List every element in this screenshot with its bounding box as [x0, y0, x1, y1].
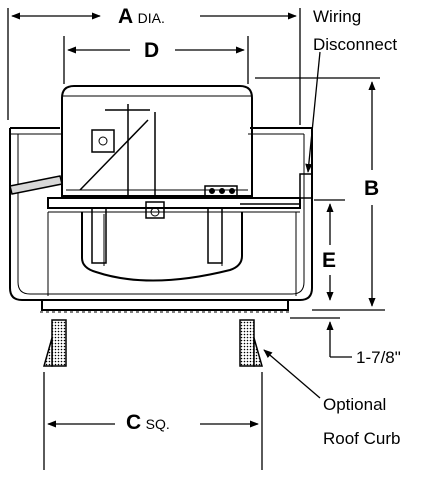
- roof-curb: [43, 319, 263, 367]
- dimension-a-letter: A: [118, 5, 134, 28]
- wiring-callout-leader: [305, 51, 321, 173]
- motor-junction-box: [91, 129, 115, 153]
- fan-blade-left: [91, 207, 107, 264]
- curb-callout-line1: Optional: [323, 395, 387, 414]
- lower-shroud: [9, 128, 313, 301]
- roof-curb-right: [239, 319, 255, 367]
- roof-curb-right-flange: [253, 337, 263, 367]
- roof-curb-left-flange: [43, 337, 53, 367]
- motor-brace: [79, 119, 149, 191]
- terminal-strip: [204, 185, 238, 197]
- dimension-c-letter: C: [126, 411, 142, 434]
- curb-callout-line2: Roof Curb: [323, 429, 401, 448]
- dimension-lines: [7, 8, 385, 470]
- wiring-callout-line1: Wiring: [313, 7, 362, 26]
- lifting-handle: [9, 175, 63, 195]
- fan-housing: [9, 85, 313, 313]
- shaft-hub: [145, 201, 165, 219]
- fan-base: [41, 299, 289, 311]
- roof-curb-left: [51, 319, 67, 367]
- dimension-c-suffix: SQ.: [145, 416, 170, 432]
- dimension-a-label: A DIA.: [118, 6, 165, 27]
- dimension-c-label: C SQ.: [126, 412, 170, 433]
- wiring-callout-line2: Disconnect: [313, 35, 398, 54]
- motor-base: [47, 197, 301, 209]
- lower-shroud-inner: [17, 134, 305, 295]
- fan-blade-right: [207, 207, 223, 264]
- wiring-disconnect-box: [299, 173, 313, 199]
- motor-cover: [61, 85, 253, 197]
- dimension-curb-height-label: 1-7/8": [356, 348, 401, 367]
- dimension-e-label: E: [322, 249, 337, 272]
- fan-wheel-bowl: [81, 212, 243, 282]
- curb-callout-leader: [263, 349, 321, 399]
- dimension-b-label: B: [364, 177, 380, 200]
- dimension-d-label: D: [144, 39, 160, 62]
- dimension-a-suffix: DIA.: [137, 10, 165, 26]
